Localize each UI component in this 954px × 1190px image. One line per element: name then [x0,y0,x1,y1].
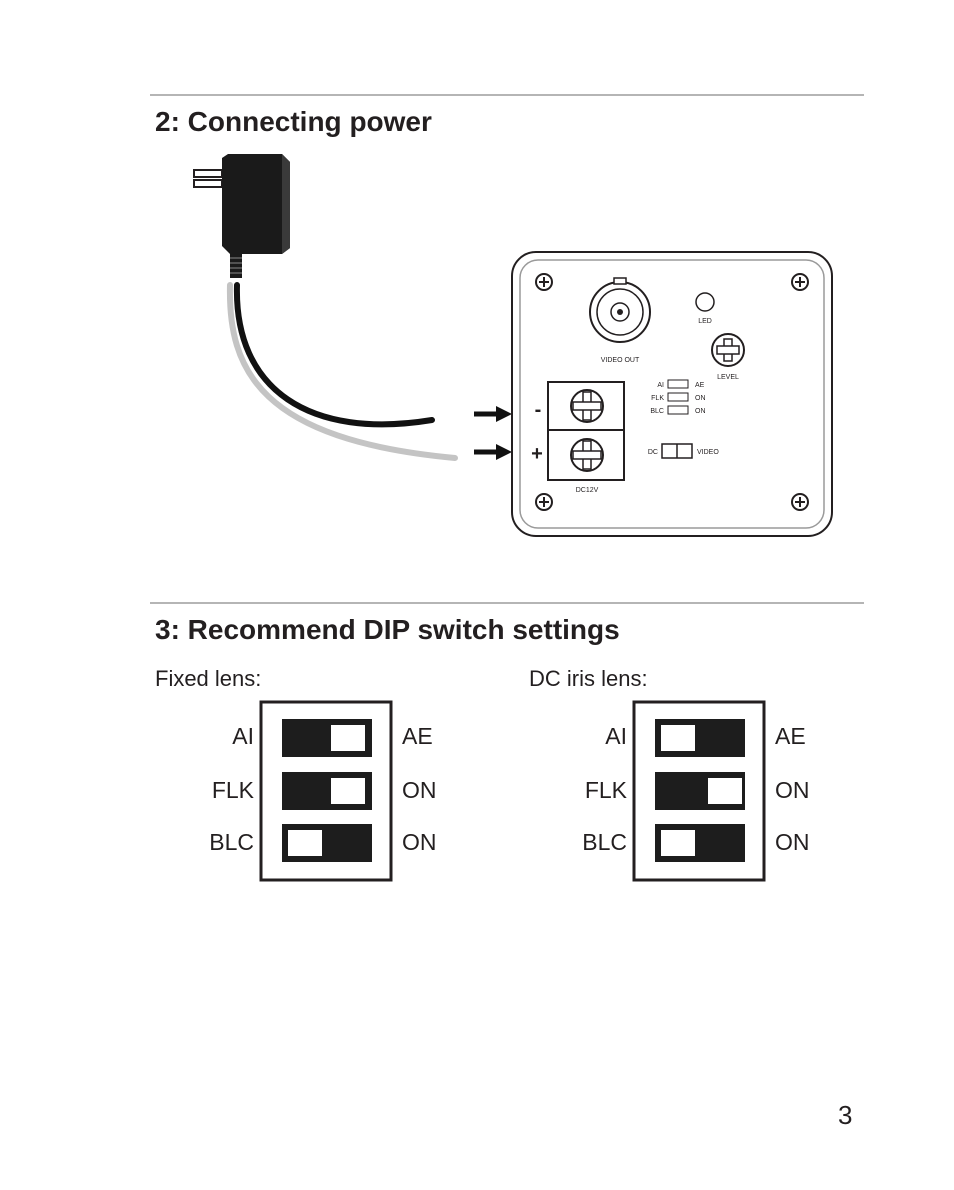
mini-ai-label: AI [657,382,664,389]
dip-switch-knob [708,778,742,804]
cable-grey [226,282,458,461]
video-out-label: VIDEO OUT [601,357,640,364]
screw-icon [791,493,809,511]
power-connection-illustration: VIDEO OUT LED LEVEL - [193,154,833,537]
fixed-lens-label: Fixed lens: [155,666,262,691]
mini-on-label: ON [695,395,706,402]
dip-right-label: ON [402,829,437,855]
screw-icon [791,273,809,291]
fixed-lens-dip-diagram: AI AE FLK ON BLC ON [200,700,450,889]
dip-right-label: AE [402,723,433,749]
arrow-minus-icon [474,406,512,422]
terminal-block [547,381,625,481]
section-heading-dip-settings: 3: Recommend DIP switch settings [155,614,620,645]
dip-right-label: ON [402,777,437,803]
led-label: LED [698,318,712,325]
dip-switch-knob [661,830,695,856]
section-divider-top [150,94,864,96]
terminal-minus-label: - [535,399,542,421]
arrow-plus-icon [474,444,512,460]
bnc-connector-icon [589,277,651,343]
dc-iris-lens-dip-diagram: AI AE FLK ON BLC ON [573,700,823,889]
level-label: LEVEL [717,374,739,381]
mini-blc-label: BLC [650,408,664,415]
cable-black [233,282,435,428]
dip-left-label: FLK [585,777,628,803]
screw-icon [535,273,553,291]
camera-rear-panel: VIDEO OUT LED LEVEL - [511,251,833,537]
power-adapter-icon [193,154,290,278]
level-knob-icon [711,333,745,367]
screw-icon [535,493,553,511]
power-connection-figure: VIDEO OUT LED LEVEL - [150,140,850,555]
dip-switch-knob [661,725,695,751]
dc-label: DC [648,449,658,456]
page-number: 3 [838,1100,853,1130]
dc12v-label: DC12V [576,487,599,494]
dip-left-label: AI [605,723,627,749]
dip-left-label: AI [232,723,254,749]
mini-on-label: ON [695,408,706,415]
dip-left-label: BLC [209,829,254,855]
dip-right-label: ON [775,777,810,803]
dip-right-label: AE [775,723,806,749]
dip-right-label: ON [775,829,810,855]
section-heading-connecting-power: 2: Connecting power [155,106,432,137]
led-indicator-icon [695,292,715,312]
dip-switch-knob [288,830,322,856]
dip-switch-knob [331,778,365,804]
dip-left-label: FLK [212,777,255,803]
dip-switch-knob [331,725,365,751]
dip-left-label: BLC [582,829,627,855]
dc-iris-lens-label: DC iris lens: [529,666,648,691]
mini-flk-label: FLK [651,395,664,402]
video-label: VIDEO [697,449,719,456]
mini-ae-label: AE [695,382,705,389]
mini-dip-switch [667,379,689,415]
section-divider-middle [150,602,864,604]
terminal-plus-label: + [531,443,543,465]
